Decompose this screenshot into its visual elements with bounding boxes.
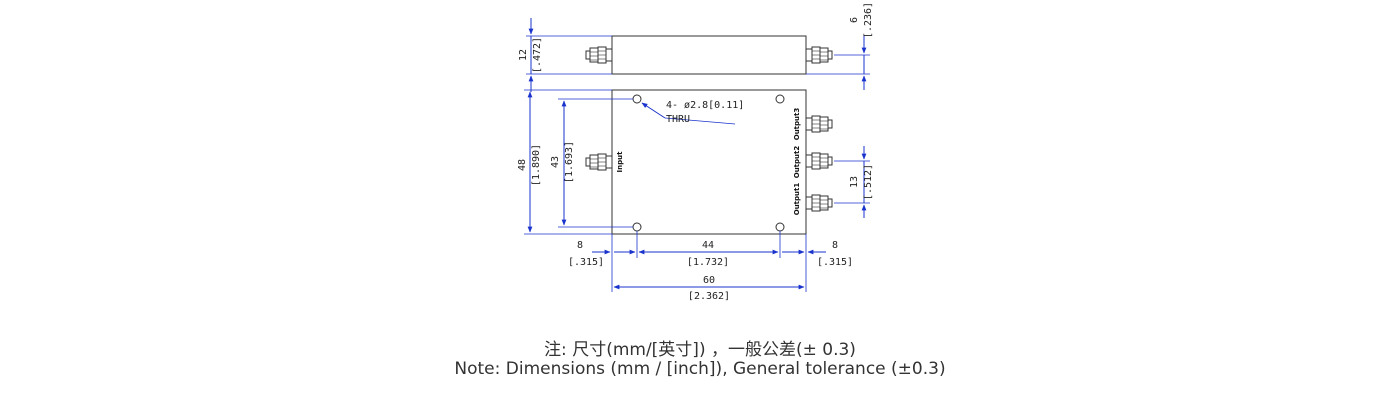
side-height-inch: [.472] — [532, 37, 543, 73]
mounting-hole — [775, 94, 785, 104]
output1-connector — [806, 195, 832, 211]
left-offset-mm: 8 — [577, 240, 583, 251]
top-view-body — [611, 89, 807, 235]
mounting-hole — [775, 222, 785, 232]
hole-hspan-mm: 44 — [702, 240, 714, 251]
output-pitch-inch: [.512] — [863, 164, 874, 200]
output-pitch-mm: 13 — [849, 176, 860, 188]
side-output-connector — [806, 47, 832, 63]
side-input-connector — [585, 46, 613, 64]
output2-connector — [806, 153, 832, 169]
port-label-input: Input — [616, 151, 624, 173]
side-offset-mm: 6 — [849, 17, 860, 23]
side-view: 12 [.472] 6 [.236] — [518, 2, 874, 92]
input-connector — [585, 153, 613, 171]
mounting-hole — [632, 94, 642, 104]
top-height-inch: [1.890] — [531, 144, 542, 186]
port-label-output1: Output1 — [793, 183, 801, 216]
hole-hspan-inch: [1.732] — [687, 257, 729, 268]
mounting-hole — [632, 222, 642, 232]
top-height-mm: 48 — [517, 159, 528, 171]
hole-callout-size: 4- ø2.8[0.11] — [666, 100, 744, 111]
hole-callout-thru: THRU — [666, 114, 690, 125]
length-mm: 60 — [703, 275, 715, 286]
left-offset-inch: [.315] — [568, 257, 604, 268]
output3-connector — [806, 116, 832, 132]
port-label-output3: Output3 — [793, 108, 801, 141]
technical-drawing: 12 [.472] 6 [.236] 4- ø2.8[0.11] THRU In… — [517, 2, 874, 302]
port-label-output2: Output2 — [793, 146, 801, 179]
side-height-mm: 12 — [518, 49, 529, 61]
top-view: 4- ø2.8[0.11] THRU Input Output3 Output2… — [517, 89, 874, 302]
right-offset-inch: [.315] — [817, 257, 853, 268]
hole-vspan-mm: 43 — [550, 156, 561, 168]
note-chinese: 注: 尺寸(mm/[英寸]) ，一般公差(± 0.3) — [544, 340, 856, 360]
side-view-body — [611, 35, 807, 75]
side-offset-inch: [.236] — [863, 2, 874, 38]
right-offset-mm: 8 — [832, 240, 838, 251]
hole-vspan-inch: [1.693] — [564, 141, 575, 183]
note-english: Note: Dimensions (mm / [inch]), General … — [454, 359, 946, 379]
length-inch: [2.362] — [688, 291, 730, 302]
